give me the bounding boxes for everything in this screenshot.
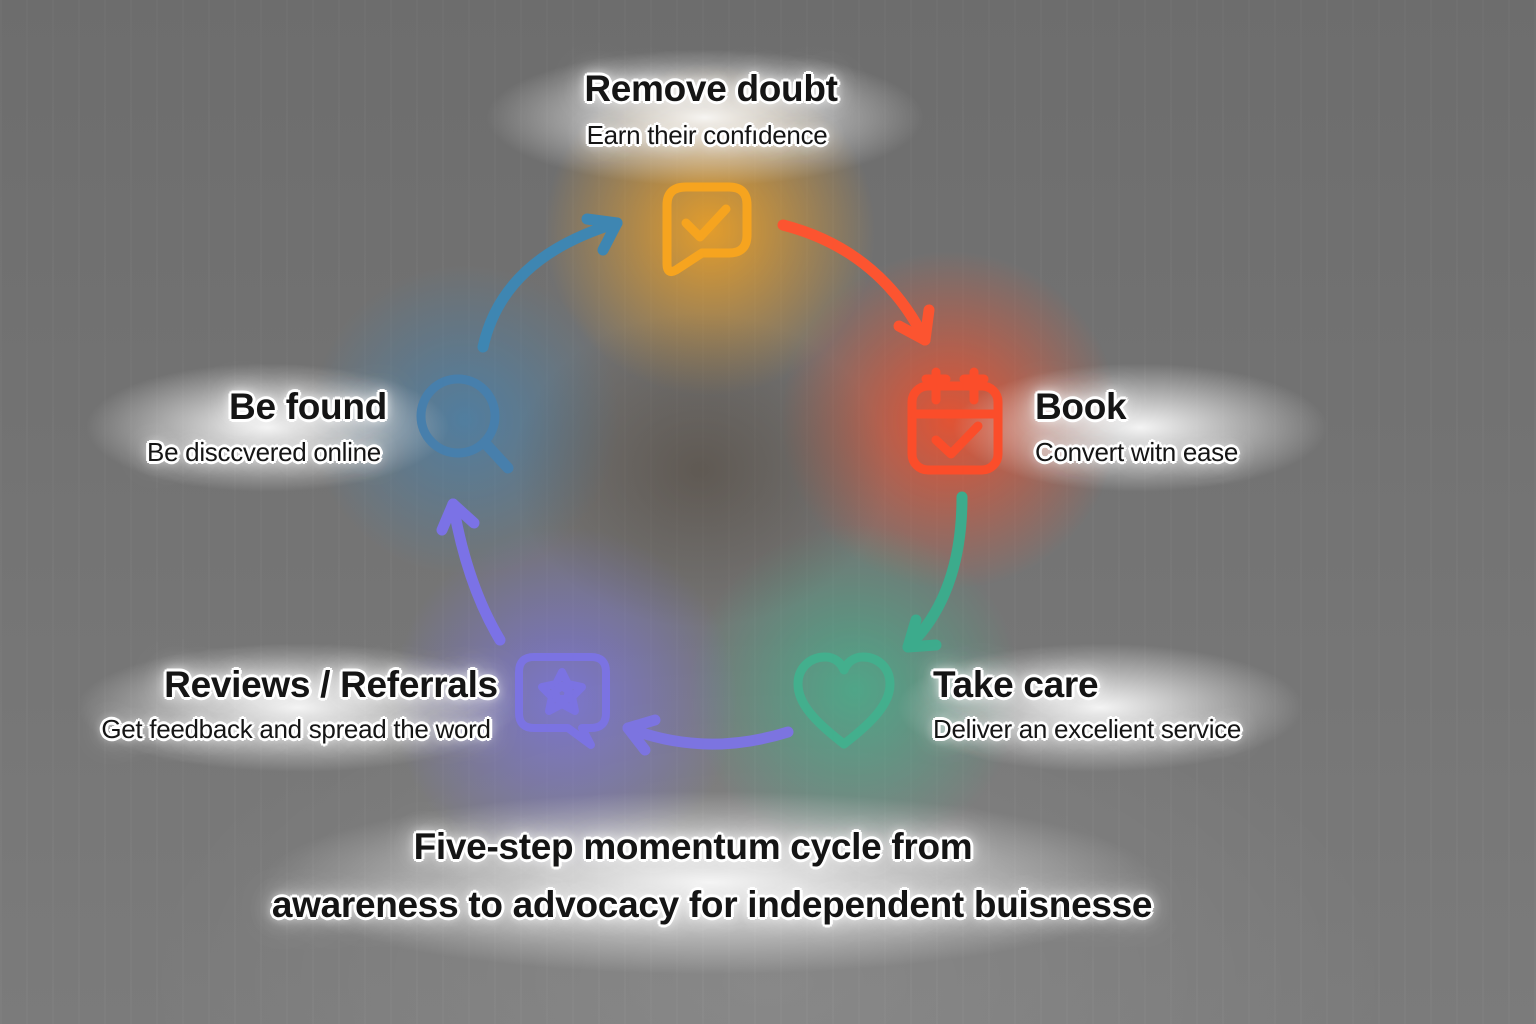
step-subtitle-take-care: Deliver an excelient service xyxy=(933,714,1242,744)
arrow-reviews-to-be-found xyxy=(436,498,506,646)
text-halo xyxy=(135,765,1285,1000)
arrow-be-found-to-remove-doubt xyxy=(477,213,623,353)
calendar-check-icon xyxy=(907,367,1003,475)
arrow-remove-doubt-to-book xyxy=(777,219,935,346)
step-title-reviews-referrals: Reviews / Referrals xyxy=(164,664,498,705)
step-title-book: Book xyxy=(1035,386,1127,427)
caption-line-2: awareness to advocacy for independent bu… xyxy=(271,884,1153,925)
step-subtitle-be-found: Be disccvered online xyxy=(147,437,381,467)
step-subtitle-book: Convert witn ease xyxy=(1035,437,1239,467)
arrow-take-care-to-reviews xyxy=(622,714,794,756)
arrow-book-to-take-care xyxy=(902,491,968,653)
search-icon xyxy=(416,374,514,474)
step-title-take-care: Take care xyxy=(933,664,1099,705)
step-title-remove-doubt: Remove doubt xyxy=(584,68,838,109)
chat-check-icon xyxy=(662,182,752,276)
step-subtitle-remove-doubt: Earn their confıdence xyxy=(586,120,828,150)
star-bubble-icon xyxy=(515,653,610,749)
step-subtitle-reviews-referrals: Get feedback and spread the word xyxy=(101,714,491,744)
caption-line-1: Five-step momentum cycle from xyxy=(413,826,973,867)
step-title-be-found: Be found xyxy=(229,386,387,427)
heart-icon xyxy=(793,652,895,749)
